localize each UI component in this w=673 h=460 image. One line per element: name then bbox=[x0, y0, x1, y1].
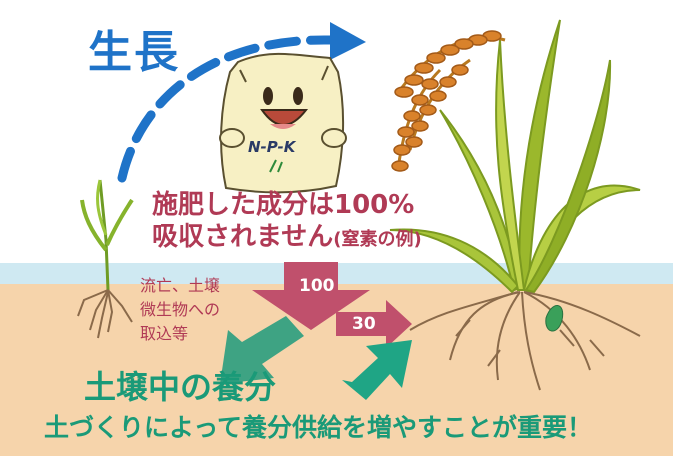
rice-roots bbox=[409, 291, 641, 391]
applied-not-fully-absorbed-text: 施肥した成分は100% bbox=[152, 190, 415, 220]
fertilizer-bag-character bbox=[219, 52, 347, 194]
rice-plant-illustration bbox=[389, 19, 641, 391]
rice-grain-panicles bbox=[391, 30, 506, 172]
loss-label-line2: 微生物への bbox=[140, 300, 221, 319]
loss-arrow bbox=[220, 316, 304, 384]
absorption-text: 吸収されません(窒素の例) bbox=[152, 216, 422, 253]
rice-leaves bbox=[389, 19, 641, 294]
right-eye-icon bbox=[293, 87, 303, 105]
loss-label-line1: 流亡、土壌 bbox=[140, 276, 221, 295]
absorbed-30-value: 30 bbox=[352, 314, 376, 334]
loss-label-line3: 取込等 bbox=[140, 324, 189, 343]
left-eye-icon bbox=[263, 87, 273, 105]
absorbed-30-arrow bbox=[336, 300, 412, 348]
leaf-logo-icon bbox=[269, 159, 283, 173]
soil-nutrient-title: 土壌中の養分 bbox=[84, 368, 277, 406]
growth-label: 生長 bbox=[88, 27, 180, 78]
nitrogen-example-note: (窒素の例) bbox=[333, 229, 422, 250]
seedling-illustration bbox=[77, 179, 134, 339]
soil-building-message: 土づくりによって養分供給を増やすことが重要！ bbox=[44, 413, 593, 442]
fertilizer-bag-label: N-P-K bbox=[248, 138, 296, 156]
soil-supply-arrow bbox=[342, 340, 412, 400]
seedling-roots bbox=[77, 289, 133, 339]
absorption-text-main: 吸収されません bbox=[152, 222, 334, 252]
growth-arrow bbox=[117, 22, 366, 183]
applied-100-arrow bbox=[252, 262, 370, 330]
root-nodule-icon bbox=[545, 305, 564, 332]
applied-100-value: 100 bbox=[299, 276, 335, 296]
